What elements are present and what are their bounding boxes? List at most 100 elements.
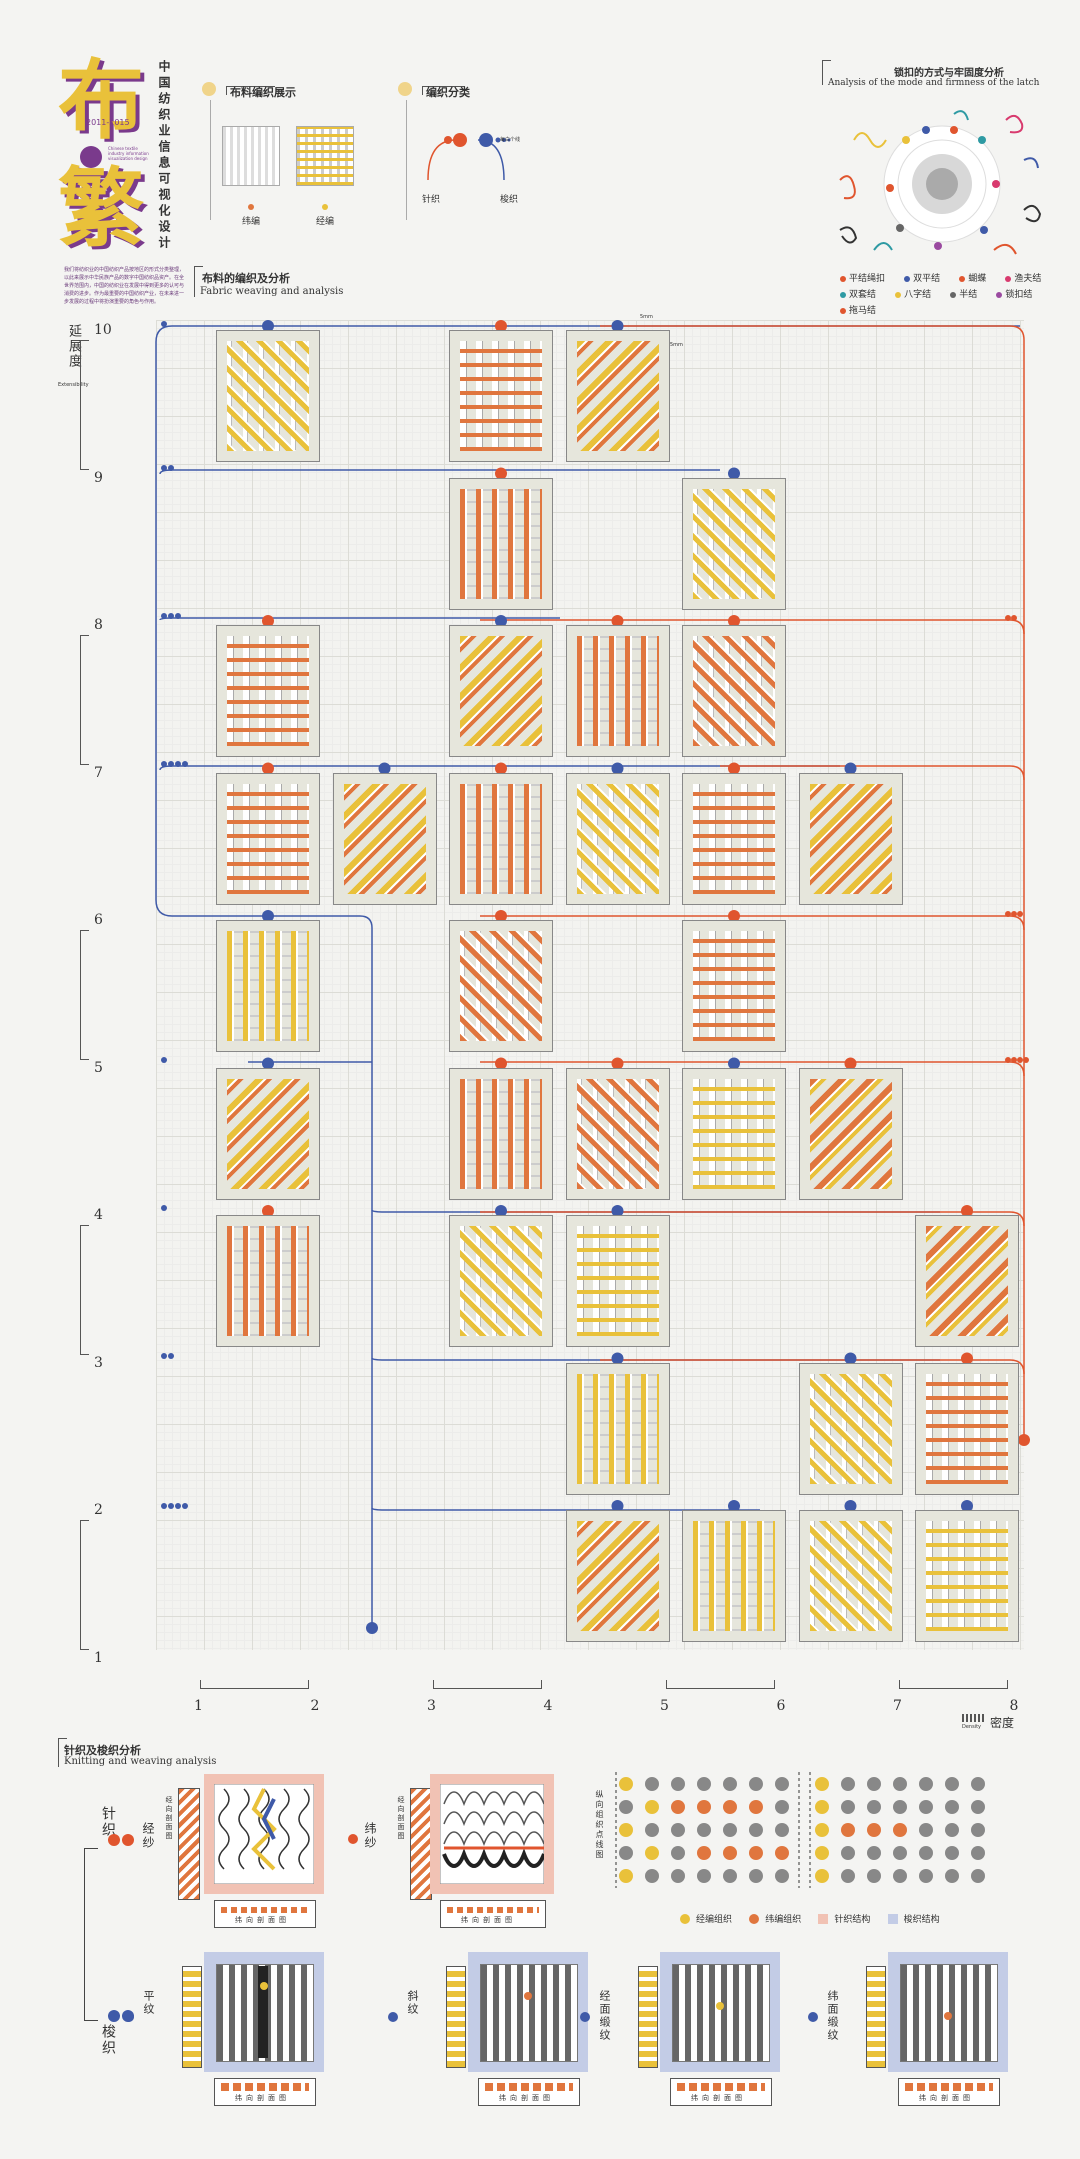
legend-fabric-sample-weft <box>222 126 280 186</box>
latch-legend: 平结绳扣 双平结 蝴蝶 渔夫结 双套结 八字结 半结 锁扣结 拖马结 <box>840 270 1070 318</box>
knit-diagram <box>214 1784 314 1884</box>
fabric-tile[interactable] <box>915 1215 1019 1347</box>
fabric-tile[interactable] <box>798 1362 903 1495</box>
logo-char-bottom: 繁 <box>58 159 144 259</box>
y-bracket <box>80 1520 89 1650</box>
y-tick: 3 <box>94 1354 103 1371</box>
fabric-tile[interactable] <box>565 772 670 905</box>
side-section <box>446 1966 466 2068</box>
fabric-tile[interactable] <box>682 477 786 610</box>
fabric-tile[interactable] <box>216 920 320 1052</box>
fabric-tile[interactable] <box>565 1362 670 1495</box>
fabric-tile[interactable] <box>915 1362 1019 1495</box>
flow-line <box>371 1209 940 1213</box>
legend-class-title: 编织分类 <box>426 86 470 99</box>
fabric-tile[interactable] <box>216 625 320 757</box>
fabric-tile[interactable] <box>798 1067 903 1200</box>
fabric-pattern <box>227 931 309 1041</box>
fabric-tile[interactable] <box>682 1067 786 1200</box>
latch-panel: 锁扣的方式与牢固度分析 Analysis of the mode and fir… <box>820 60 1070 316</box>
tile-node <box>961 1352 973 1365</box>
matrix-dot <box>749 1869 763 1883</box>
fabric-pattern <box>576 1521 659 1631</box>
flow-node <box>1017 911 1023 917</box>
fabric-tile[interactable] <box>216 772 320 905</box>
fabric-tile[interactable] <box>449 920 553 1052</box>
matrix-dot <box>867 1823 881 1837</box>
tile-node <box>262 320 274 332</box>
side-section <box>638 1966 658 2068</box>
fabric-tile[interactable] <box>682 625 786 757</box>
fabric-pattern <box>460 931 542 1041</box>
weave-type-label: 经面缎纹 <box>598 1990 611 2042</box>
fabric-tile[interactable] <box>216 1215 320 1347</box>
fabric-tile[interactable] <box>915 1510 1019 1642</box>
fabric-pattern <box>693 783 775 894</box>
matrix-dot <box>815 1800 829 1814</box>
x-tick: 7 <box>893 1698 902 1714</box>
fabric-pattern <box>926 1226 1008 1336</box>
matrix-legend: 经编组织 纬编组织 针织结构 梭织结构 <box>680 1912 1060 1927</box>
matrix-dot <box>815 1869 829 1883</box>
matrix-dot <box>841 1800 855 1814</box>
legend-class-pin <box>398 82 412 96</box>
fabric-tile[interactable] <box>449 330 553 462</box>
fabric-tile[interactable] <box>216 1067 320 1200</box>
fabric-tile[interactable] <box>565 1510 670 1642</box>
matrix-dot <box>749 1800 763 1814</box>
logo-years: 2011-2015 <box>86 118 130 127</box>
flow-node <box>182 1503 188 1509</box>
tree-knit-label: 针织 <box>100 1806 116 1838</box>
weave-diagram <box>900 1964 998 2062</box>
matrix-label: 纵向组织点线图 <box>595 1790 604 1860</box>
fabric-tile[interactable] <box>682 920 786 1052</box>
tile-node <box>844 1352 857 1365</box>
matrix-dot <box>841 1846 855 1860</box>
y-tick: 4 <box>94 1207 103 1223</box>
tile-node <box>262 615 274 627</box>
matrix-dot <box>867 1869 881 1883</box>
fabric-pattern <box>460 341 542 451</box>
chart-note-b: 5mm <box>670 342 683 348</box>
fabric-pattern <box>809 1078 892 1189</box>
matrix-dot <box>645 1823 659 1837</box>
weave-type-label: 斜纹 <box>406 1990 419 2016</box>
flow-node <box>1018 1434 1030 1446</box>
fabric-tile[interactable] <box>332 772 437 905</box>
fabric-tile[interactable] <box>682 772 786 905</box>
tile-node <box>728 910 740 922</box>
matrix-dot <box>619 1777 633 1791</box>
fabric-tile[interactable] <box>798 772 903 905</box>
fabric-tile[interactable] <box>449 477 553 610</box>
tile-node <box>611 1352 624 1365</box>
flow-line <box>371 1357 940 1361</box>
fabric-tile[interactable] <box>565 1067 670 1200</box>
fabric-tile[interactable] <box>449 1215 553 1347</box>
flow-node <box>182 761 188 767</box>
fabric-tile[interactable] <box>449 625 553 757</box>
fabric-tile[interactable] <box>565 330 670 462</box>
matrix-dot <box>971 1869 985 1883</box>
tree-weave-label: 梭织 <box>100 2024 116 2056</box>
knit-type-label: 纬纱 <box>363 1822 377 1850</box>
fabric-tile[interactable] <box>449 1067 553 1200</box>
fabric-tile[interactable] <box>565 625 670 757</box>
fabric-tile[interactable] <box>216 330 320 462</box>
latch-legend-item: 平结绳扣 <box>840 272 885 286</box>
matrix-dot <box>919 1846 933 1860</box>
intro-text: 我们将纺织业的中国纺织产品按地区的形式分类整理，以此来展示中华民族产品的数字中国… <box>64 267 185 305</box>
flow-node <box>161 321 167 327</box>
weave-panel <box>468 1952 588 2072</box>
matrix-dot <box>645 1800 659 1814</box>
flow-line <box>371 1507 760 1511</box>
tile-node <box>961 1500 973 1512</box>
fabric-pattern <box>809 1373 892 1484</box>
y-tick: 2 <box>94 1502 103 1518</box>
fabric-tile[interactable] <box>565 1215 670 1347</box>
fabric-tile[interactable] <box>798 1510 903 1642</box>
y-tick: 7 <box>94 764 103 781</box>
fabric-tile[interactable] <box>449 772 553 905</box>
matrix-dot <box>749 1823 763 1837</box>
side-section <box>866 1966 886 2068</box>
fabric-tile[interactable] <box>682 1510 786 1642</box>
